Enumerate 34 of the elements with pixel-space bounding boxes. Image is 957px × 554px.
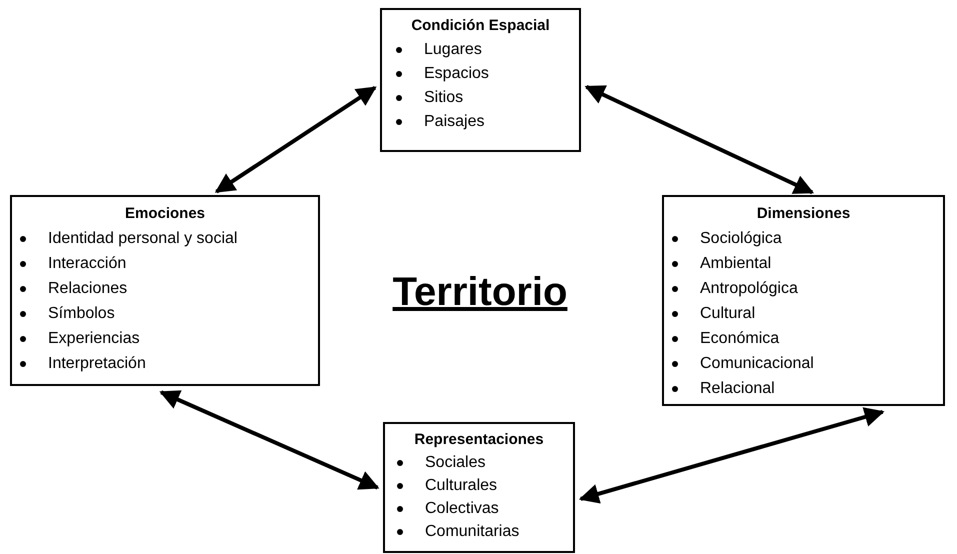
list-item: Comunicacional (700, 354, 814, 374)
list-item: Identidad personal y social (48, 229, 238, 249)
list-item: Cultural (700, 304, 756, 324)
text-box (380, 8, 581, 152)
list-item: Sitios (424, 88, 464, 108)
list-item: Paisajes (424, 112, 484, 132)
list-item: Interacción (48, 254, 126, 274)
list-item: Lugares (424, 40, 482, 60)
list-item: Espacios (424, 64, 489, 84)
center-title: Territorio (392, 269, 568, 316)
box-heading: Emociones (124, 204, 206, 224)
list-item: Sociológica (700, 229, 782, 249)
list-item: Económica (700, 329, 780, 349)
double-headed-arrow (578, 407, 885, 504)
list-item: Comunitarias (425, 522, 520, 542)
list-item: Antropológica (700, 279, 798, 299)
list-item: Culturales (425, 476, 498, 496)
double-headed-arrow (214, 86, 377, 194)
text-box (10, 195, 320, 386)
box-heading: Dimensiones (756, 204, 852, 224)
text-box (662, 195, 945, 406)
list-item: Colectivas (425, 499, 499, 519)
list-item: Relaciones (48, 279, 128, 299)
list-item: Símbolos (48, 304, 115, 324)
double-headed-arrow (584, 85, 814, 194)
box-heading: Representaciones (413, 430, 545, 450)
list-item: Sociales (425, 453, 486, 473)
list-item: Interpretación (48, 354, 146, 374)
text-box (383, 422, 575, 553)
list-item: Ambiental (700, 254, 772, 274)
list-item: Relacional (700, 379, 775, 399)
double-headed-arrow (159, 390, 380, 490)
list-item: Experiencias (48, 329, 140, 349)
box-heading: Condición Espacial (410, 16, 551, 36)
